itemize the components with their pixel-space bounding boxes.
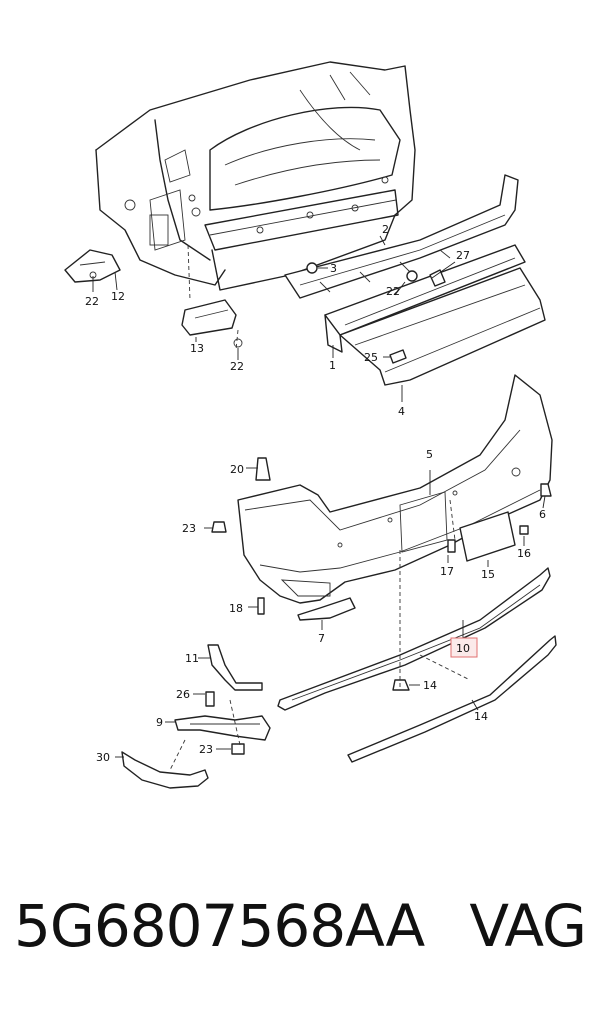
part-7-trim	[297, 597, 356, 621]
callout-27[interactable]: 27	[456, 249, 470, 262]
part-12-bracket	[64, 249, 121, 283]
caption: 5G6807568AA VAG	[0, 892, 600, 982]
part-9-guide	[174, 715, 271, 741]
callout-14[interactable]: 14	[474, 710, 488, 723]
clips-and-screws	[205, 457, 552, 755]
part-1-bracket	[324, 244, 526, 353]
callout-23-bottom[interactable]: 23	[199, 743, 213, 756]
callout-12[interactable]: 12	[111, 290, 125, 303]
brand-name: VAG	[469, 892, 587, 960]
part-number: 5G6807568AA	[14, 892, 425, 960]
callout-13[interactable]: 13	[190, 342, 204, 355]
part-15-plate-holder	[459, 511, 516, 562]
callout-23-top[interactable]: 23	[182, 522, 196, 535]
callout-22-left[interactable]: 22	[85, 295, 99, 308]
callout-10[interactable]: 10	[456, 642, 470, 655]
callouts: 2 3 27 22 1 25 4 12 22 13 22 5 20 6 23 1…	[85, 223, 546, 764]
part-2-carrier	[284, 174, 519, 299]
callout-4[interactable]: 4	[398, 405, 405, 418]
callout-10-highlight	[450, 637, 478, 658]
callout-17[interactable]: 17	[440, 565, 454, 578]
exploded-parts-diagram: 2 3 27 22 1 25 4 12 22 13 22 5 20 6 23 1…	[64, 61, 557, 789]
callout-11[interactable]: 11	[185, 652, 199, 665]
callout-22-right[interactable]: 22	[386, 285, 400, 298]
callout-1[interactable]: 1	[329, 359, 336, 372]
car-rear-body	[95, 61, 416, 291]
part-10-diffuser	[277, 567, 551, 711]
callout-22-center[interactable]: 22	[230, 360, 244, 373]
leader-lines	[92, 235, 546, 758]
callout-6[interactable]: 6	[539, 508, 546, 521]
callout-7[interactable]: 7	[318, 632, 325, 645]
part-11-bracket	[207, 644, 263, 691]
callout-9[interactable]: 9	[156, 716, 163, 729]
callout-30[interactable]: 30	[96, 751, 110, 764]
callout-2[interactable]: 2	[382, 223, 389, 236]
callout-18[interactable]: 14	[423, 679, 437, 692]
callout-21[interactable]: 20	[230, 463, 244, 476]
assembly-lines	[169, 244, 471, 771]
callout-26[interactable]: 26	[176, 688, 190, 701]
callout-16[interactable]: 16	[517, 547, 531, 560]
fasteners-upper	[306, 262, 418, 364]
callout-15[interactable]: 15	[481, 568, 495, 581]
callout-20[interactable]: 18	[229, 602, 243, 615]
part-5-bumper-cover	[237, 374, 553, 604]
part-13-bracket	[181, 299, 243, 348]
callout-25[interactable]: 25	[364, 351, 378, 364]
part-14-trim-strip	[347, 635, 557, 763]
callout-3[interactable]: 3	[330, 262, 337, 275]
callout-5[interactable]: 5	[426, 448, 433, 461]
part-30-cover	[121, 751, 209, 789]
